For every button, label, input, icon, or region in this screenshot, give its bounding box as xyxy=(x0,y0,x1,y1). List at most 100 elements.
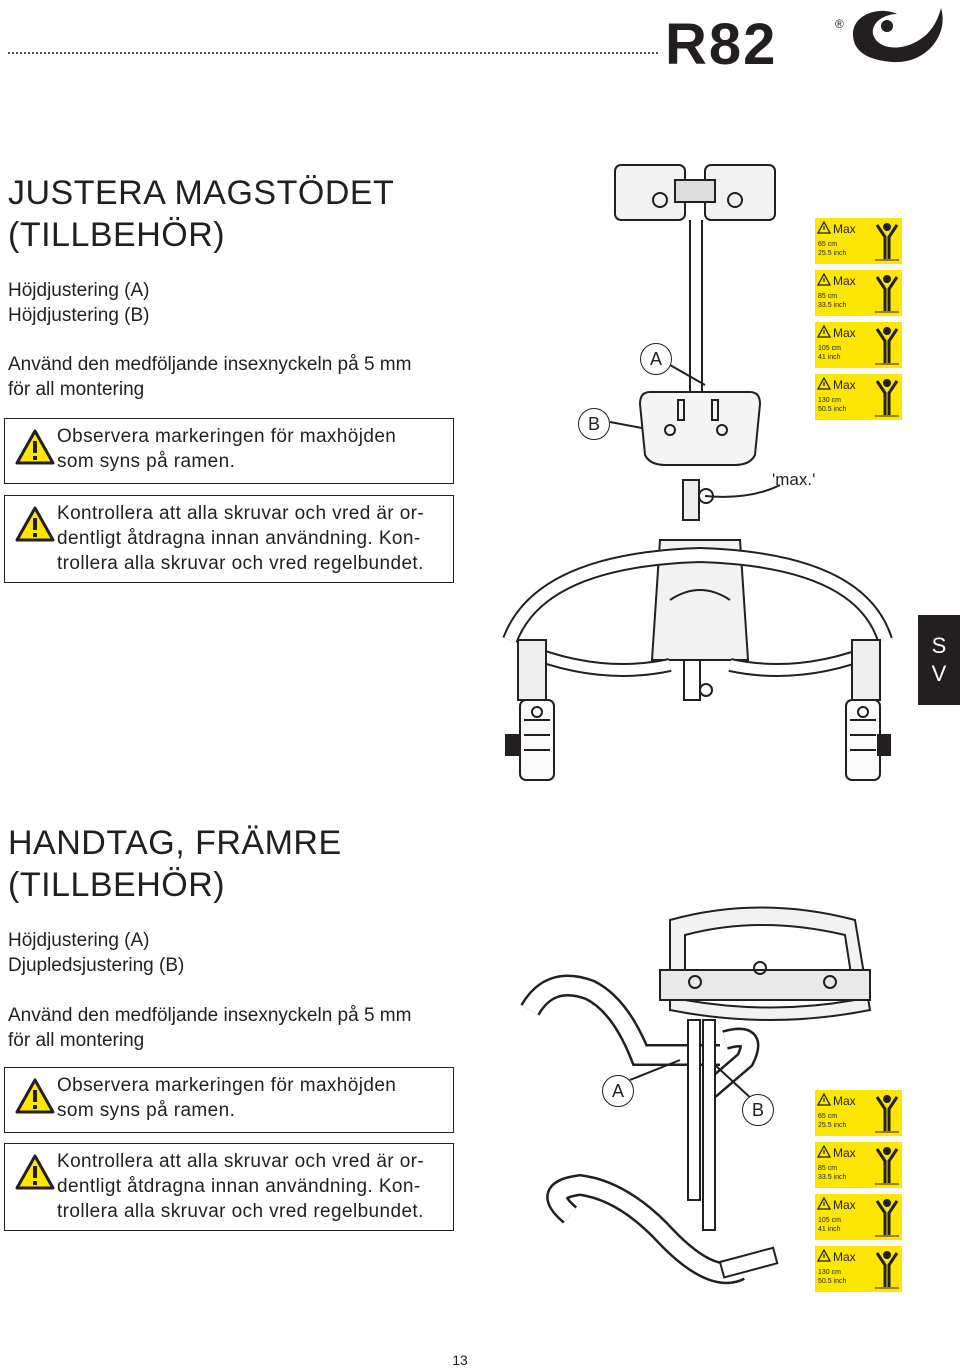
person-height-icon xyxy=(875,379,899,417)
max-title: Max xyxy=(833,378,856,392)
max-cm: 85 cm xyxy=(818,1165,838,1172)
max-label-130: Max 130 cm 50.5 inch xyxy=(815,374,902,420)
person-height-icon xyxy=(875,327,899,365)
warning-triangle-icon xyxy=(817,1249,831,1262)
section2-tool-line2: för all montering xyxy=(8,1030,145,1051)
warning-triangle-icon xyxy=(817,1093,831,1106)
max-inch: 25.5 inch xyxy=(818,250,847,257)
section1-title-line2: (TILLBEHÖR) xyxy=(8,216,226,254)
section2-tool-line1: Använd den medföljande insexnyckeln på 5… xyxy=(8,1005,412,1026)
warning-triangle-icon xyxy=(15,1078,55,1114)
warning-triangle-icon xyxy=(15,506,55,542)
max-label-85: Max 85 cm 33.5 inch xyxy=(815,270,902,316)
warning-triangle-icon xyxy=(817,1145,831,1158)
section2-warning-max-height: Observera markeringen för maxhöjden som … xyxy=(4,1067,454,1133)
logo-swoosh-icon xyxy=(853,8,943,63)
max-label-130: Max 130 cm 50.5 inch xyxy=(815,1246,902,1292)
warning-triangle-icon xyxy=(15,1154,55,1190)
section2-warning1-line2: som syns på ramen. xyxy=(57,1100,236,1121)
registered-mark: ® xyxy=(835,17,844,31)
person-height-icon xyxy=(875,223,899,261)
warning-triangle-icon xyxy=(817,1197,831,1210)
section1-tool-note: Använd den medföljande insexnyckeln på 5… xyxy=(8,352,411,402)
section1-warning2-line2: dentligt åtdragna innan användning. Kon- xyxy=(57,528,421,549)
max-cm: 130 cm xyxy=(818,397,841,404)
section1-title-line1: JUSTERA MAGSTÖDET xyxy=(8,174,395,212)
max-cm: 130 cm xyxy=(818,1269,841,1276)
person-height-icon xyxy=(875,1199,899,1237)
front-handle-drawing xyxy=(520,906,872,1285)
person-height-icon xyxy=(875,1251,899,1289)
max-cm: 65 cm xyxy=(818,1113,838,1120)
section2-heading: HANDTAG, FRÄMRE (TILLBEHÖR) xyxy=(8,822,468,906)
section2-title-line2: (TILLBEHÖR) xyxy=(8,866,226,904)
page-number: 13 xyxy=(452,1352,468,1368)
max-title: Max xyxy=(833,274,856,288)
language-tab-line2: V xyxy=(931,661,947,686)
max-title: Max xyxy=(833,1250,856,1264)
language-tab-line1: S xyxy=(931,633,947,658)
max-title: Max xyxy=(833,1146,856,1160)
max-label-85: Max 85 cm 33.5 inch xyxy=(815,1142,902,1188)
warning-triangle-icon xyxy=(817,273,831,286)
section2-warning2-line2: dentligt åtdragna innan användning. Kon- xyxy=(57,1176,421,1197)
max-cm: 105 cm xyxy=(818,345,841,352)
max-inch: 33.5 inch xyxy=(818,1174,847,1181)
max-title: Max xyxy=(833,1198,856,1212)
section1-warning1-line2: som syns på ramen. xyxy=(57,451,236,472)
max-inch: 33.5 inch xyxy=(818,302,847,309)
language-tab: S V xyxy=(918,615,960,705)
max-label-105: Max 105 cm 41 inch xyxy=(815,1194,902,1240)
section2-tool-note: Använd den medföljande insexnyckeln på 5… xyxy=(8,1003,411,1053)
max-title: Max xyxy=(833,326,856,340)
section1-warning-screws: Kontrollera att alla skruvar och vred är… xyxy=(4,495,454,583)
section1-warning2-line1: Kontrollera att alla skruvar och vred är… xyxy=(57,503,425,524)
person-height-icon xyxy=(875,1095,899,1133)
section1-tool-line1: Använd den medföljande insexnyckeln på 5… xyxy=(8,354,412,375)
section2-label-a: A xyxy=(602,1075,634,1107)
section2-warning-screws: Kontrollera att alla skruvar och vred är… xyxy=(4,1143,454,1231)
section2-warning1-line1: Observera markeringen för maxhöjden xyxy=(57,1075,397,1096)
section1-adjustments: Höjdjustering (A) Höjdjustering (B) xyxy=(8,278,150,328)
warning-triangle-icon xyxy=(817,377,831,390)
section2-adjust-a: Höjdjustering (A) xyxy=(8,930,150,951)
r82-logo: R82 ® xyxy=(665,8,943,68)
max-label-65: Max 65 cm 25.5 inch xyxy=(815,1090,902,1136)
max-inch: 50.5 inch xyxy=(818,406,847,413)
max-cm: 105 cm xyxy=(818,1217,841,1224)
max-inch: 41 inch xyxy=(818,1226,841,1233)
person-height-icon xyxy=(875,275,899,313)
section2-adjust-b: Djupledsjustering (B) xyxy=(8,955,185,976)
section1-adjust-a: Höjdjustering (A) xyxy=(8,280,150,301)
section1-warning1-line1: Observera markeringen för maxhöjden xyxy=(57,426,397,447)
max-label-65: Max 65 cm 25.5 inch xyxy=(815,218,902,264)
section1-warning2-line3: trollera alla skruvar och vred regelbund… xyxy=(57,553,424,574)
section2-warning2-line3: trollera alla skruvar och vred regelbund… xyxy=(57,1201,424,1222)
max-inch: 41 inch xyxy=(818,354,841,361)
person-height-icon xyxy=(875,1147,899,1185)
section1-adjust-b: Höjdjustering (B) xyxy=(8,305,150,326)
section1-tool-line2: för all montering xyxy=(8,379,145,400)
section2-label-b: B xyxy=(742,1094,774,1126)
section1-heading: JUSTERA MAGSTÖDET (TILLBEHÖR) xyxy=(8,172,468,256)
warning-triangle-icon xyxy=(817,221,831,234)
max-label-105: Max 105 cm 41 inch xyxy=(815,322,902,368)
logo-dot-icon xyxy=(881,20,893,32)
section1-label-b: B xyxy=(578,408,610,440)
section1-max-note: 'max.' xyxy=(772,470,816,489)
section1-label-a: A xyxy=(640,343,672,375)
max-cm: 65 cm xyxy=(818,241,838,248)
max-title: Max xyxy=(833,1094,856,1108)
section2-warning2-line1: Kontrollera att alla skruvar och vred är… xyxy=(57,1151,425,1172)
section2-title-line1: HANDTAG, FRÄMRE xyxy=(8,824,342,862)
max-inch: 25.5 inch xyxy=(818,1122,847,1129)
max-title: Max xyxy=(833,222,856,236)
section2-adjustments: Höjdjustering (A) Djupledsjustering (B) xyxy=(8,928,184,978)
section1-warning-max-height: Observera markeringen för maxhöjden som … xyxy=(4,418,454,484)
chest-support-frame-drawing xyxy=(502,164,893,781)
logo-text: R82 xyxy=(665,12,777,68)
warning-triangle-icon xyxy=(817,325,831,338)
max-cm: 85 cm xyxy=(818,293,838,300)
max-inch: 50.5 inch xyxy=(818,1278,847,1285)
header-dotted-rule xyxy=(8,52,658,54)
